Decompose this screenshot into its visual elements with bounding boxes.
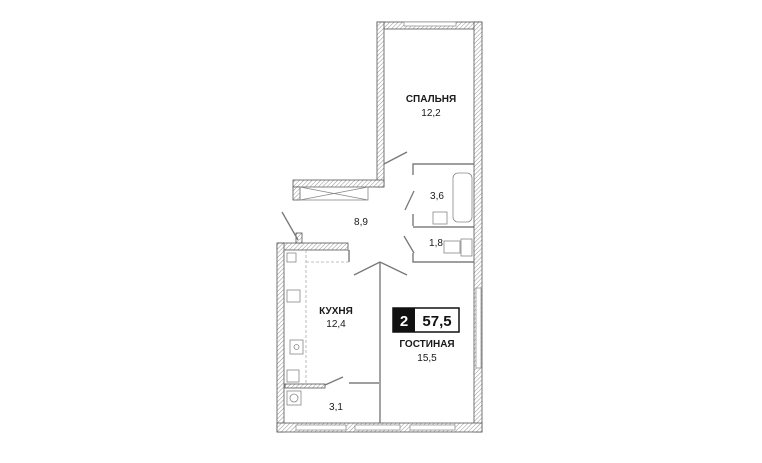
bathtub-icon <box>452 172 473 223</box>
room-name-bedroom: СПАЛЬНЯ <box>406 94 456 105</box>
room-area-balcony: 3,1 <box>329 402 343 413</box>
apartment-badge: 2 57,5 <box>392 307 460 333</box>
kitchen-sink-icon <box>286 289 301 303</box>
fixtures <box>286 172 473 406</box>
total-area: 57,5 <box>422 313 451 330</box>
room-area-living: 15,5 <box>417 353 437 364</box>
partitions <box>299 163 474 423</box>
stove-icon <box>289 339 304 355</box>
sink-icon <box>432 211 448 225</box>
rooms-count: 2 <box>400 313 408 330</box>
room-area-wc: 1,8 <box>429 238 443 249</box>
fridge-icon <box>286 252 297 263</box>
room-area-bathroom: 3,6 <box>430 191 444 202</box>
room-area-kitchen: 12,4 <box>326 319 346 330</box>
room-name-living: ГОСТИНАЯ <box>399 339 454 350</box>
room-area-hallway: 8,9 <box>354 217 368 228</box>
toilet-icon <box>460 238 473 257</box>
windows <box>295 21 482 431</box>
washer-icon <box>286 390 302 406</box>
boiler-icon <box>286 369 300 383</box>
doors <box>281 151 415 386</box>
room-name-kitchen: КУХНЯ <box>319 306 353 317</box>
room-area-bedroom: 12,2 <box>421 108 441 119</box>
washing-machine-icon <box>443 240 461 254</box>
